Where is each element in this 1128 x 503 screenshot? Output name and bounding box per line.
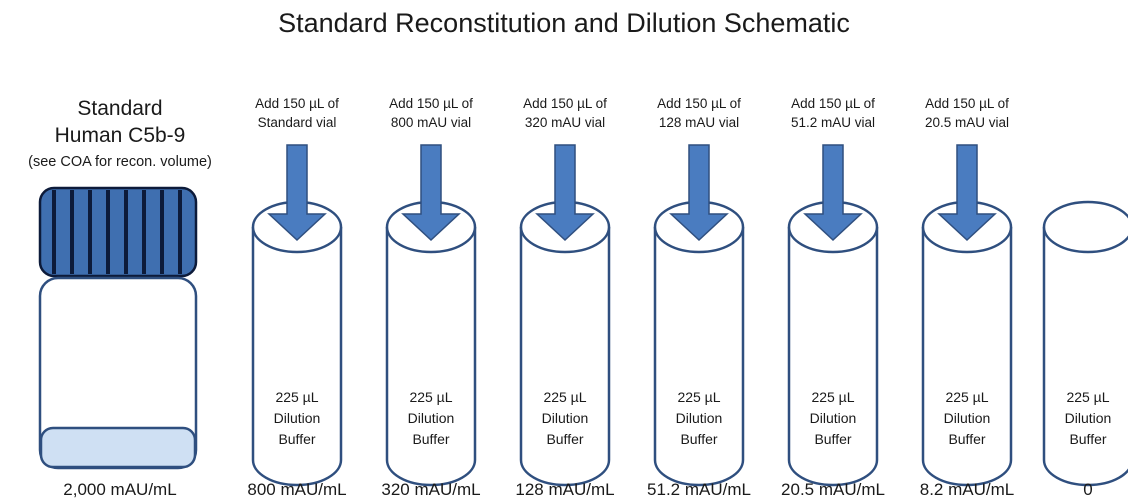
tube-concentration-label: 20.5 mAU/mL	[781, 480, 885, 499]
tube-body	[1042, 227, 1128, 487]
tube-top	[1042, 200, 1128, 254]
tube-body	[385, 227, 477, 487]
tube-concentration-label: 320 mAU/mL	[381, 480, 481, 499]
tube-buffer-label: Buffer	[814, 431, 851, 447]
tube-concentration-label: 8.2 mAU/mL	[919, 480, 1015, 499]
tube-buffer-label: 225 µL	[275, 389, 318, 405]
tube-buffer-label: 225 µL	[543, 389, 586, 405]
tube-concentration-label: 51.2 mAU/mL	[647, 480, 751, 499]
standard-recon-note: (see COA for recon. volume)	[28, 154, 212, 170]
tube-buffer-label: Buffer	[680, 431, 717, 447]
transfer-instruction-line2: 51.2 mAU vial	[790, 115, 876, 130]
tube-body	[251, 227, 343, 487]
transfer-instruction-line2: Standard vial	[257, 115, 337, 130]
down-arrow-icon	[669, 144, 729, 242]
transfer-instruction-line1: Add 150 µL of	[925, 96, 1009, 111]
transfer-instruction: Add 150 µL of 320 mAU vial	[505, 94, 625, 132]
standard-label-line2: Human C5b-9	[54, 124, 186, 147]
tube-buffer-label: 225 µL	[409, 389, 452, 405]
tube-buffer-label: Dilution	[542, 410, 589, 426]
transfer-instruction-line1: Add 150 µL of	[523, 96, 607, 111]
down-arrow-icon	[803, 144, 863, 242]
tube-buffer-label: Buffer	[546, 431, 583, 447]
transfer-instruction-line1: Add 150 µL of	[657, 96, 741, 111]
standard-label-line1: Standard	[77, 97, 163, 120]
transfer-instruction: Add 150 µL of Standard vial	[237, 94, 357, 132]
down-arrow-icon	[937, 144, 997, 242]
transfer-instruction: Add 150 µL of 20.5 mAU vial	[907, 94, 1027, 132]
tube-buffer-label: Dilution	[1065, 410, 1112, 426]
tube-buffer-label: Dilution	[810, 410, 857, 426]
tube-concentration-label: 128 mAU/mL	[515, 480, 615, 499]
transfer-instruction: Add 150 µL of 800 mAU vial	[371, 94, 491, 132]
tube-buffer-label: Buffer	[278, 431, 315, 447]
tube-body	[653, 227, 745, 487]
down-arrow-icon	[267, 144, 327, 242]
transfer-instruction: Add 150 µL of 51.2 mAU vial	[773, 94, 893, 132]
tube-buffer-label: Buffer	[412, 431, 449, 447]
vial-powder	[39, 426, 197, 469]
diagram-title: Standard Reconstitution and Dilution Sch…	[278, 8, 850, 38]
down-arrow-icon	[535, 144, 595, 242]
transfer-instruction-line2: 320 mAU vial	[524, 115, 606, 130]
tube-buffer-label: 225 µL	[811, 389, 854, 405]
tube-buffer-label: Dilution	[944, 410, 991, 426]
tube-body	[519, 227, 611, 487]
vial-cap	[38, 186, 198, 278]
standard-concentration-label: 2,000 mAU/mL	[63, 480, 177, 499]
tube-body	[787, 227, 879, 487]
transfer-instruction: Add 150 µL of 128 mAU vial	[639, 94, 759, 132]
tube-buffer-label: Buffer	[948, 431, 985, 447]
transfer-instruction-line1: Add 150 µL of	[255, 96, 339, 111]
transfer-instruction-line1: Add 150 µL of	[389, 96, 473, 111]
tube-buffer-label: Dilution	[676, 410, 723, 426]
tube-body	[921, 227, 1013, 487]
tube-buffer-label: Dilution	[408, 410, 455, 426]
tube-concentration-label: 800 mAU/mL	[247, 480, 347, 499]
tube-concentration-label: 0	[1083, 480, 1093, 499]
tube-buffer-label: Buffer	[1069, 431, 1106, 447]
down-arrow-icon	[401, 144, 461, 242]
transfer-instruction-line2: 128 mAU vial	[658, 115, 740, 130]
tube-buffer-label: 225 µL	[945, 389, 988, 405]
transfer-instruction-line2: 20.5 mAU vial	[924, 115, 1010, 130]
tube-buffer-label: Dilution	[274, 410, 321, 426]
tube-buffer-label: 225 µL	[1066, 389, 1109, 405]
transfer-instruction-line2: 800 mAU vial	[390, 115, 472, 130]
tube-buffer-label: 225 µL	[677, 389, 720, 405]
transfer-instruction-line1: Add 150 µL of	[791, 96, 875, 111]
